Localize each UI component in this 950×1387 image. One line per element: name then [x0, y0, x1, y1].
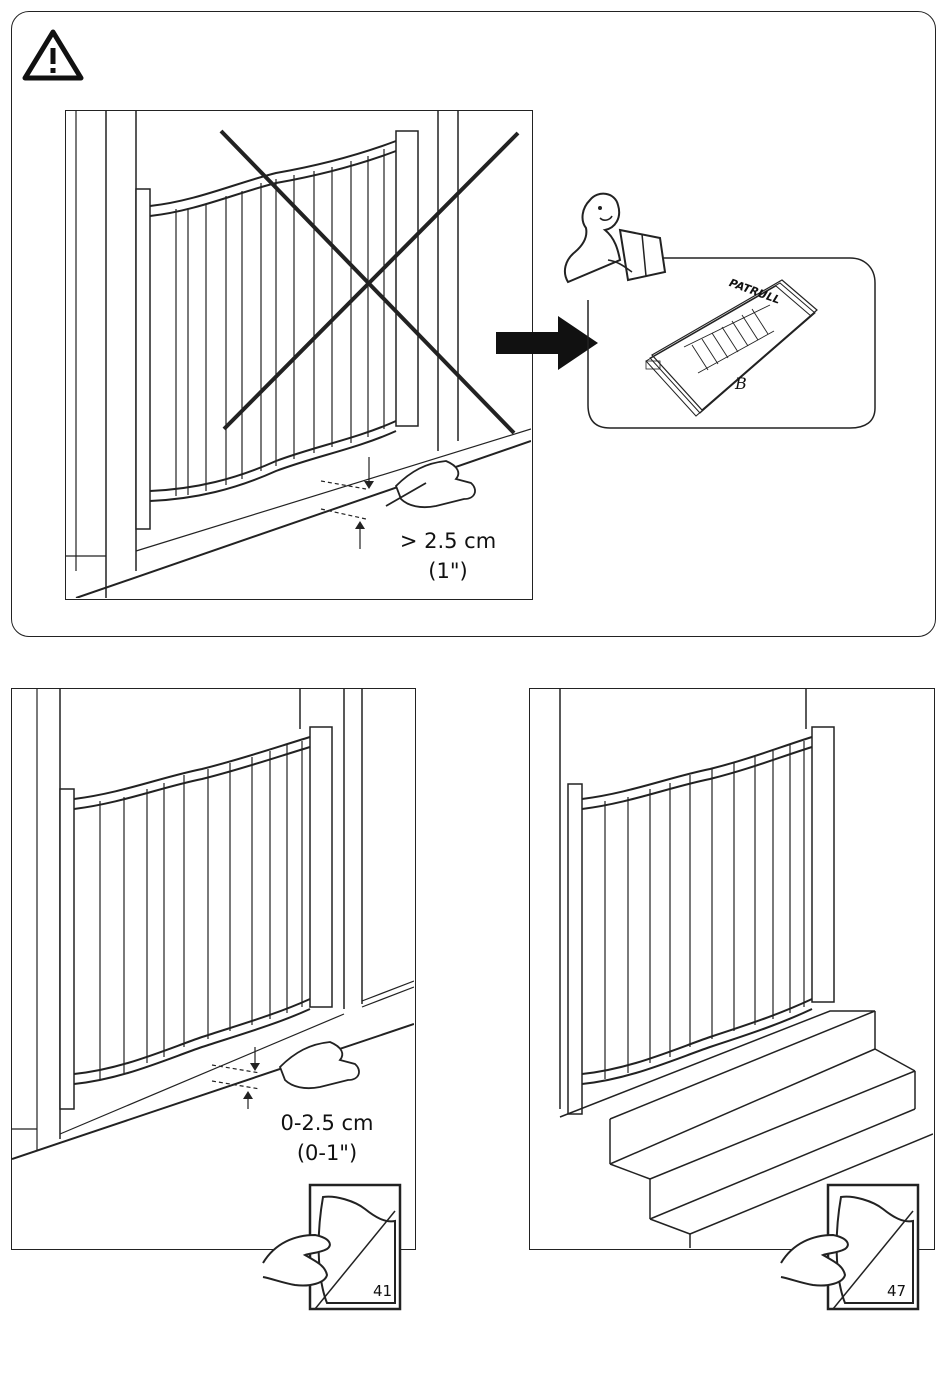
gap-label-metric: 0-2.5 cm [262, 1110, 392, 1136]
stairs-illustration [529, 688, 935, 1250]
page-reference-number: 41 [373, 1282, 392, 1300]
read-instructions-illustration [560, 180, 880, 432]
page-reference-number: 47 [887, 1282, 906, 1300]
gap-label-imperial: (0-1") [262, 1140, 392, 1166]
warning-triangle-icon [22, 28, 84, 82]
gap-label-metric: > 2.5 cm [388, 528, 508, 554]
booklet-letter: B [735, 374, 747, 393]
incorrect-gap-illustration [65, 110, 533, 600]
gap-label-imperial: (1") [388, 558, 508, 584]
